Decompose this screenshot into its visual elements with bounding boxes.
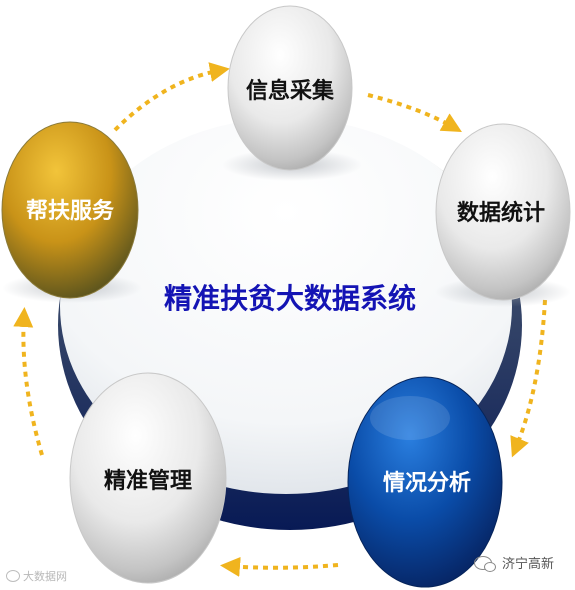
node-4: 精准管理	[69, 372, 227, 584]
node-1-label: 信息采集	[246, 78, 335, 104]
flow-arrows	[13, 62, 547, 577]
center-title: 精准扶贫大数据系统	[164, 282, 416, 315]
node-2-circle	[435, 123, 571, 301]
watermark-left: 大数据网	[6, 568, 67, 584]
arrow-node4-to-node5	[13, 307, 44, 456]
node-1: 信息采集	[227, 5, 353, 171]
weibo-icon	[6, 570, 20, 582]
node-4-circle	[69, 372, 227, 584]
node-5-circle	[1, 121, 139, 299]
arrow-node1-to-node2	[367, 93, 462, 132]
node-5-label: 帮扶服务	[26, 198, 115, 224]
node-3-highlight	[370, 396, 450, 440]
watermark-right-text: 济宁高新	[502, 557, 555, 572]
watermark-left-text: 大数据网	[23, 570, 67, 583]
node-2: 数据统计	[435, 123, 571, 301]
node-4-label: 精准管理	[104, 468, 192, 494]
arrow-node3-to-node4	[220, 556, 339, 577]
node-1-circle	[227, 5, 353, 171]
node-3-circle	[347, 376, 503, 588]
wechat-icon	[474, 555, 496, 572]
node-3-label: 情况分析	[383, 470, 471, 496]
node-3: 情况分析	[347, 376, 503, 588]
arrow-node5-to-node1	[113, 62, 230, 132]
node-5: 帮扶服务	[1, 121, 139, 299]
arrow-node2-to-node3	[510, 299, 547, 458]
watermark-right: 济宁高新	[474, 553, 554, 572]
node-2-label: 数据统计	[457, 200, 545, 226]
